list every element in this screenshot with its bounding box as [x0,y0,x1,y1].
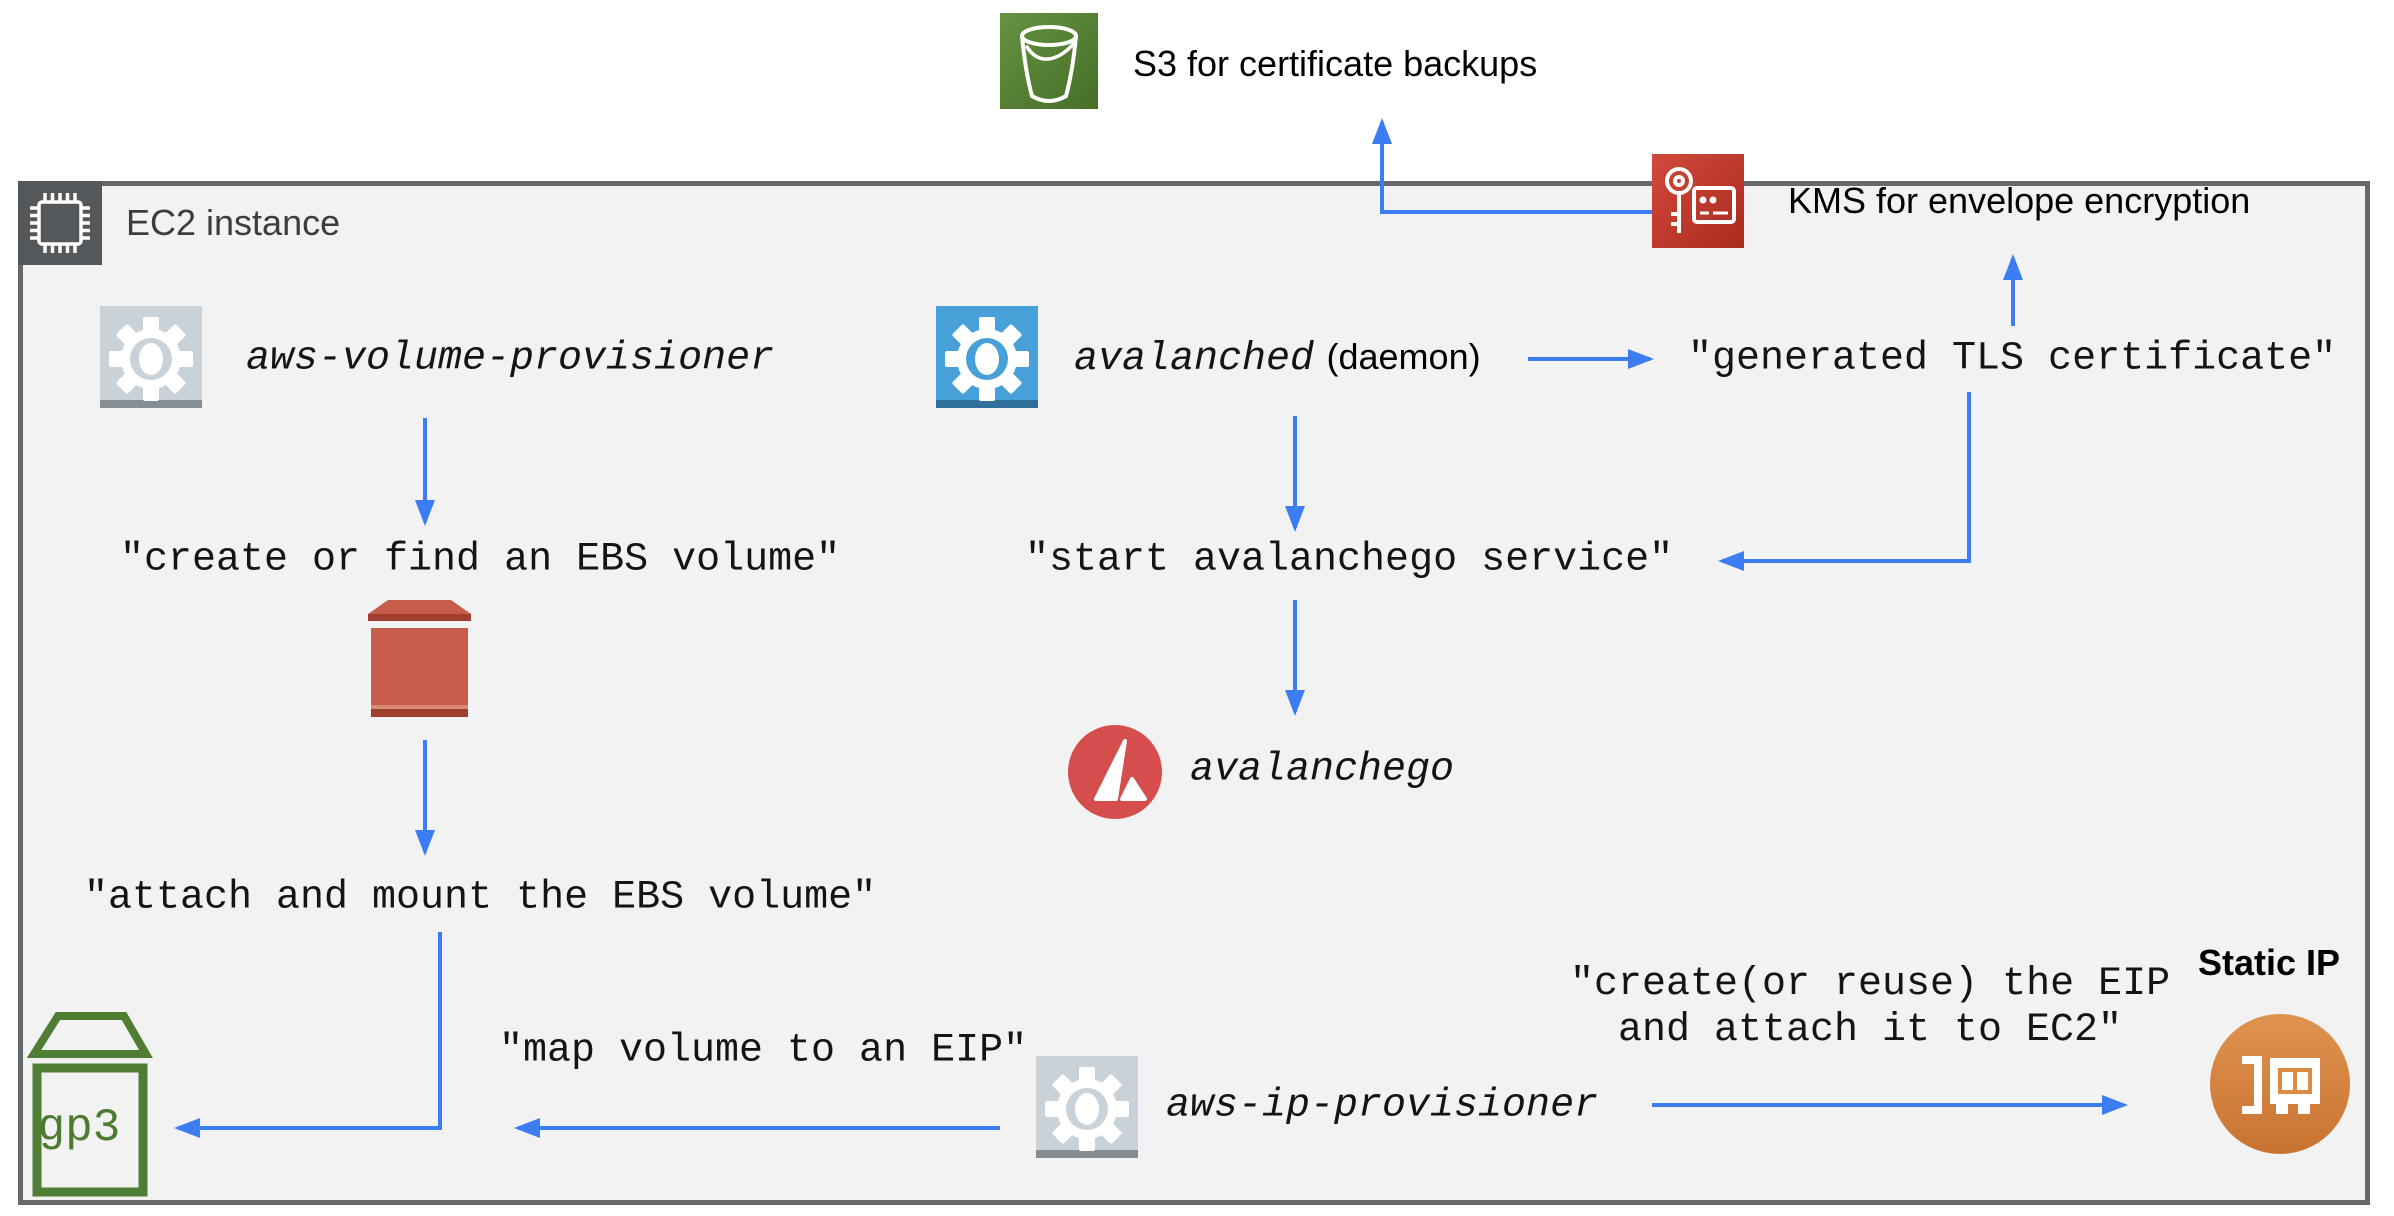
kms-label: KMS for envelope encryption [1788,180,2251,221]
avalanchego-label: avalanchego [1190,747,1455,793]
s3-bucket-icon [1000,13,1098,114]
ip-provisioner-gear-icon [1036,1056,1138,1163]
avalanched-label: avalanched (daemon) [1074,336,1481,382]
arrow-kms-to-s3 [1372,118,1652,214]
create-or-reuse-eip-label: "create(or reuse) the EIP and attach it … [1570,962,2170,1054]
eip-label-line1: "create(or reuse) the EIP [1570,962,2171,1007]
gp3-label: gp3 [37,1102,121,1154]
daemon-suffix: (daemon) [1326,336,1481,377]
s3-label: S3 for certificate backups [1133,43,1538,84]
ec2-chip-icon [30,193,90,253]
attach-and-mount-label: "attach and mount the EBS volume" [84,875,877,921]
kms-key-icon [1652,154,1744,253]
eip-label-line2: and attach it to EC2" [1617,1008,2123,1053]
gp3-volume-icon [24,1008,154,1205]
arrow-tls-to-start-service [1718,392,1971,571]
ec2-corner-badge [18,181,102,265]
create-or-find-ebs-label: "create or find an EBS volume" [120,537,841,583]
avalanched-gear-icon [936,306,1038,413]
ec2-instance-title: EC2 instance [126,202,341,243]
avalanched-name: avalanched [1074,337,1315,382]
tls-certificate-label: "generated TLS certificate" [1688,336,2337,382]
ebs-volume-icon [368,598,471,727]
static-ip-label: Static IP [2198,942,2341,983]
arrow-attach-to-gp3 [174,932,442,1138]
volume-provisioner-gear-icon [100,306,202,413]
static-ip-network-card-icon [2208,1012,2352,1161]
start-avalanchego-service-label: "start avalanchego service" [1025,537,1674,583]
ip-provisioner-label: aws-ip-provisioner [1166,1083,1599,1129]
volume-provisioner-label: aws-volume-provisioner [246,336,775,382]
map-volume-to-eip-label: "map volume to an EIP" [499,1028,1028,1074]
avalanche-logo-icon [1067,724,1163,825]
